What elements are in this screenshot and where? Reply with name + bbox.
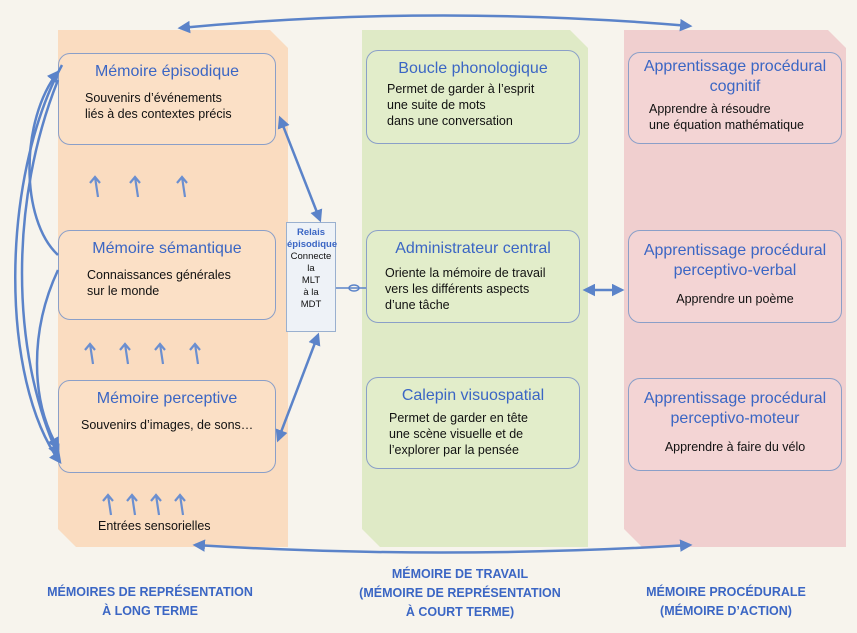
up-arrow-0-2 — [176, 175, 188, 198]
semantic-desc-line2: sur le monde — [87, 284, 160, 298]
episodic-memory-box: Mémoire épisodique Souvenirs d’événement… — [58, 53, 276, 145]
phonological-loop-box: Boucle phonologique Permet de garder à l… — [366, 50, 580, 144]
sensory-inputs-label: Entrées sensorielles — [98, 519, 211, 533]
left-curve-1 — [28, 70, 60, 256]
up-arrow-0-1 — [129, 175, 141, 198]
semantic-memory-box: Mémoire sémantique Connaissances général… — [58, 230, 276, 320]
proc-footer-line2: (mémoire d’action) — [660, 604, 792, 618]
cog-desc-line1: Apprendre à résoudre — [649, 102, 771, 116]
motor-title-1: Apprentissage procédural — [643, 390, 827, 407]
visuo-title: Calepin visuospatial — [401, 387, 545, 404]
relais-title-2: épisodique — [287, 239, 338, 250]
episodic-desc-line1: Souvenirs d’événements — [85, 91, 222, 105]
perceptive-title: Mémoire perceptive — [96, 390, 238, 407]
episodic-desc-line2: liés à des contextes précis — [85, 107, 232, 121]
up-arrow-1-3 — [189, 342, 201, 365]
up-arrow-2-3 — [174, 493, 186, 516]
perceptive-desc-line1: Souvenirs d’images, de sons… — [81, 418, 254, 432]
bottom-arrow — [192, 539, 693, 554]
episodic-title: Mémoire épisodique — [94, 63, 240, 80]
cog-desc: Apprendre à résoudre une équation mathém… — [639, 101, 831, 133]
semantic-desc-line1: Connaissances générales — [87, 268, 231, 282]
up-arrow-2-0 — [102, 493, 114, 516]
cog-title-2: cognitif — [709, 78, 761, 95]
wm-footer-line2: (mémoire de représentation — [359, 586, 561, 600]
cog-title-1: Apprentissage procédural — [643, 58, 827, 75]
central-desc-line2: vers les différents aspects — [385, 282, 530, 296]
up-arrow-1-0 — [84, 342, 96, 365]
proc-footer-label: Mémoire procédurale (mémoire d’action) — [596, 583, 856, 621]
phono-desc-line2: une suite de mots — [387, 98, 486, 112]
motor-desc: Apprendre à faire du vélo — [664, 440, 806, 454]
verbal-desc: Apprendre un poème — [676, 292, 794, 306]
phono-desc-line1: Permet de garder à l’esprit — [387, 82, 535, 96]
visuo-desc-line2: une scène visuelle et de — [389, 427, 524, 441]
verbal-title-2: perceptivo-verbal — [673, 262, 797, 279]
relais-central-node — [348, 284, 360, 292]
central-desc-line1: Oriente la mémoire de travail — [385, 266, 546, 280]
up-arrow-2-1 — [126, 493, 138, 516]
relais-line-3: MLT — [301, 275, 321, 286]
ltm-footer-line2: à long terme — [102, 604, 198, 618]
verbal-title-1: Apprentissage procédural — [643, 242, 827, 259]
phono-title: Boucle phonologique — [398, 60, 548, 77]
wm-footer-label: Mémoire de travail (mémoire de représent… — [330, 565, 590, 622]
up-arrow-2-2 — [150, 493, 162, 516]
perceptual-motor-procedural-box: Apprentissage procédural perceptivo-mote… — [628, 378, 842, 471]
visuo-desc-line3: l’explorer par la pensée — [389, 443, 519, 457]
perceptive-memory-box: Mémoire perceptive Souvenirs d’images, d… — [58, 380, 276, 473]
relais-to-perceptive — [275, 332, 321, 443]
episodic-desc: Souvenirs d’événements liés à des contex… — [69, 90, 265, 122]
up-arrow-1-1 — [119, 342, 131, 365]
cog-desc-line2: une équation mathématique — [649, 118, 804, 132]
visuo-desc-line1: Permet de garder en tête — [389, 411, 528, 425]
central-desc: Oriente la mémoire de travail vers les d… — [377, 265, 569, 313]
episodic-buffer-box: Relais épisodique Connecte la MLT à la M… — [286, 222, 338, 332]
left-curve-4 — [35, 269, 60, 451]
up-arrow-1-2 — [154, 342, 166, 365]
phono-desc: Permet de garder à l’esprit une suite de… — [377, 81, 569, 129]
perceptive-desc: Souvenirs d’images, de sons… — [69, 417, 265, 433]
central-title: Administrateur central — [395, 240, 551, 257]
relais-to-episodic — [277, 115, 323, 223]
relais-title-1: Relais — [297, 227, 325, 238]
wm-footer-line1: Mémoire de travail — [391, 567, 529, 581]
semantic-desc: Connaissances générales sur le monde — [69, 267, 265, 299]
central-executive-box: Administrateur central Oriente la mémoir… — [366, 230, 580, 323]
relais-line-5: MDT — [300, 299, 322, 310]
relais-line-2: la — [307, 263, 315, 274]
proc-footer-line1: Mémoire procédurale — [646, 585, 806, 599]
relais-line-4: à la — [303, 287, 319, 298]
cognitive-procedural-box: Apprentissage procédural cognitif Appren… — [628, 52, 842, 144]
phono-desc-line3: dans une conversation — [387, 114, 513, 128]
visuospatial-sketchpad-box: Calepin visuospatial Permet de garder en… — [366, 377, 580, 469]
relais-line-1: Connecte — [290, 251, 332, 262]
semantic-title: Mémoire sémantique — [92, 240, 242, 257]
wm-footer-line3: à court terme) — [405, 605, 515, 619]
left-curve-3 — [14, 64, 64, 465]
visuo-desc: Permet de garder en tête une scène visue… — [377, 410, 569, 458]
up-arrow-0-0 — [89, 175, 101, 198]
top-arrow — [177, 14, 693, 34]
motor-title-2: perceptivo-moteur — [670, 410, 800, 427]
central-desc-line3: d’une tâche — [385, 298, 450, 312]
perceptual-verbal-procedural-box: Apprentissage procédural perceptivo-verb… — [628, 230, 842, 323]
